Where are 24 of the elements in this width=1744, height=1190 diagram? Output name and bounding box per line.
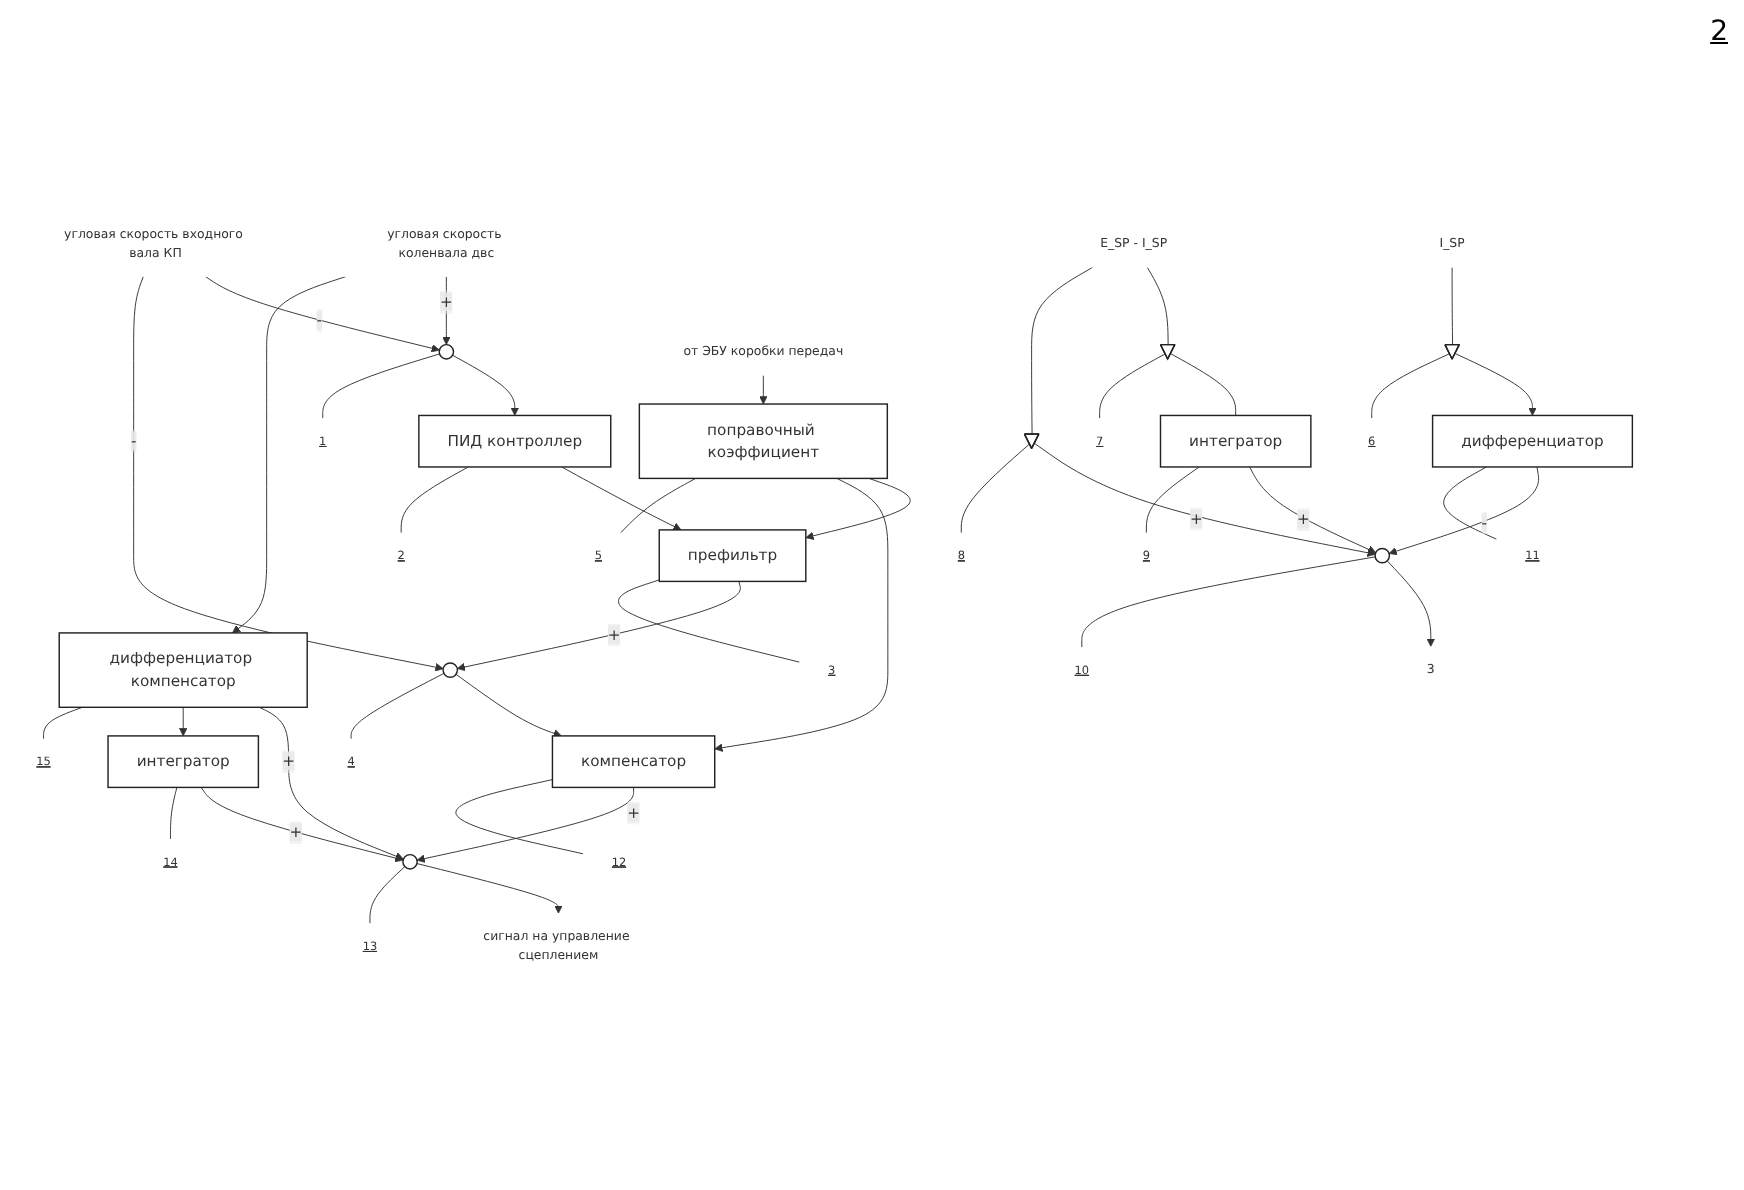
connector [455,779,584,855]
connector [1371,353,1451,419]
connector [1170,353,1237,416]
node-circle [1374,547,1391,564]
connector [322,353,440,419]
connector [1099,353,1166,419]
connector [620,477,697,534]
connector [369,866,406,924]
connector [400,466,469,534]
connector [43,706,83,740]
node-circle [402,853,418,870]
connector [1443,466,1498,540]
connector [1145,466,1200,534]
connector [1451,266,1454,346]
connector [960,443,1031,534]
connector [170,786,178,840]
node-circle [438,343,455,360]
connector [1146,266,1169,346]
callout-number: 2 [1710,16,1728,48]
connector [1081,556,1376,648]
connector [618,579,800,663]
connector [1031,266,1094,435]
node-circle [442,662,459,678]
connector [350,672,445,740]
